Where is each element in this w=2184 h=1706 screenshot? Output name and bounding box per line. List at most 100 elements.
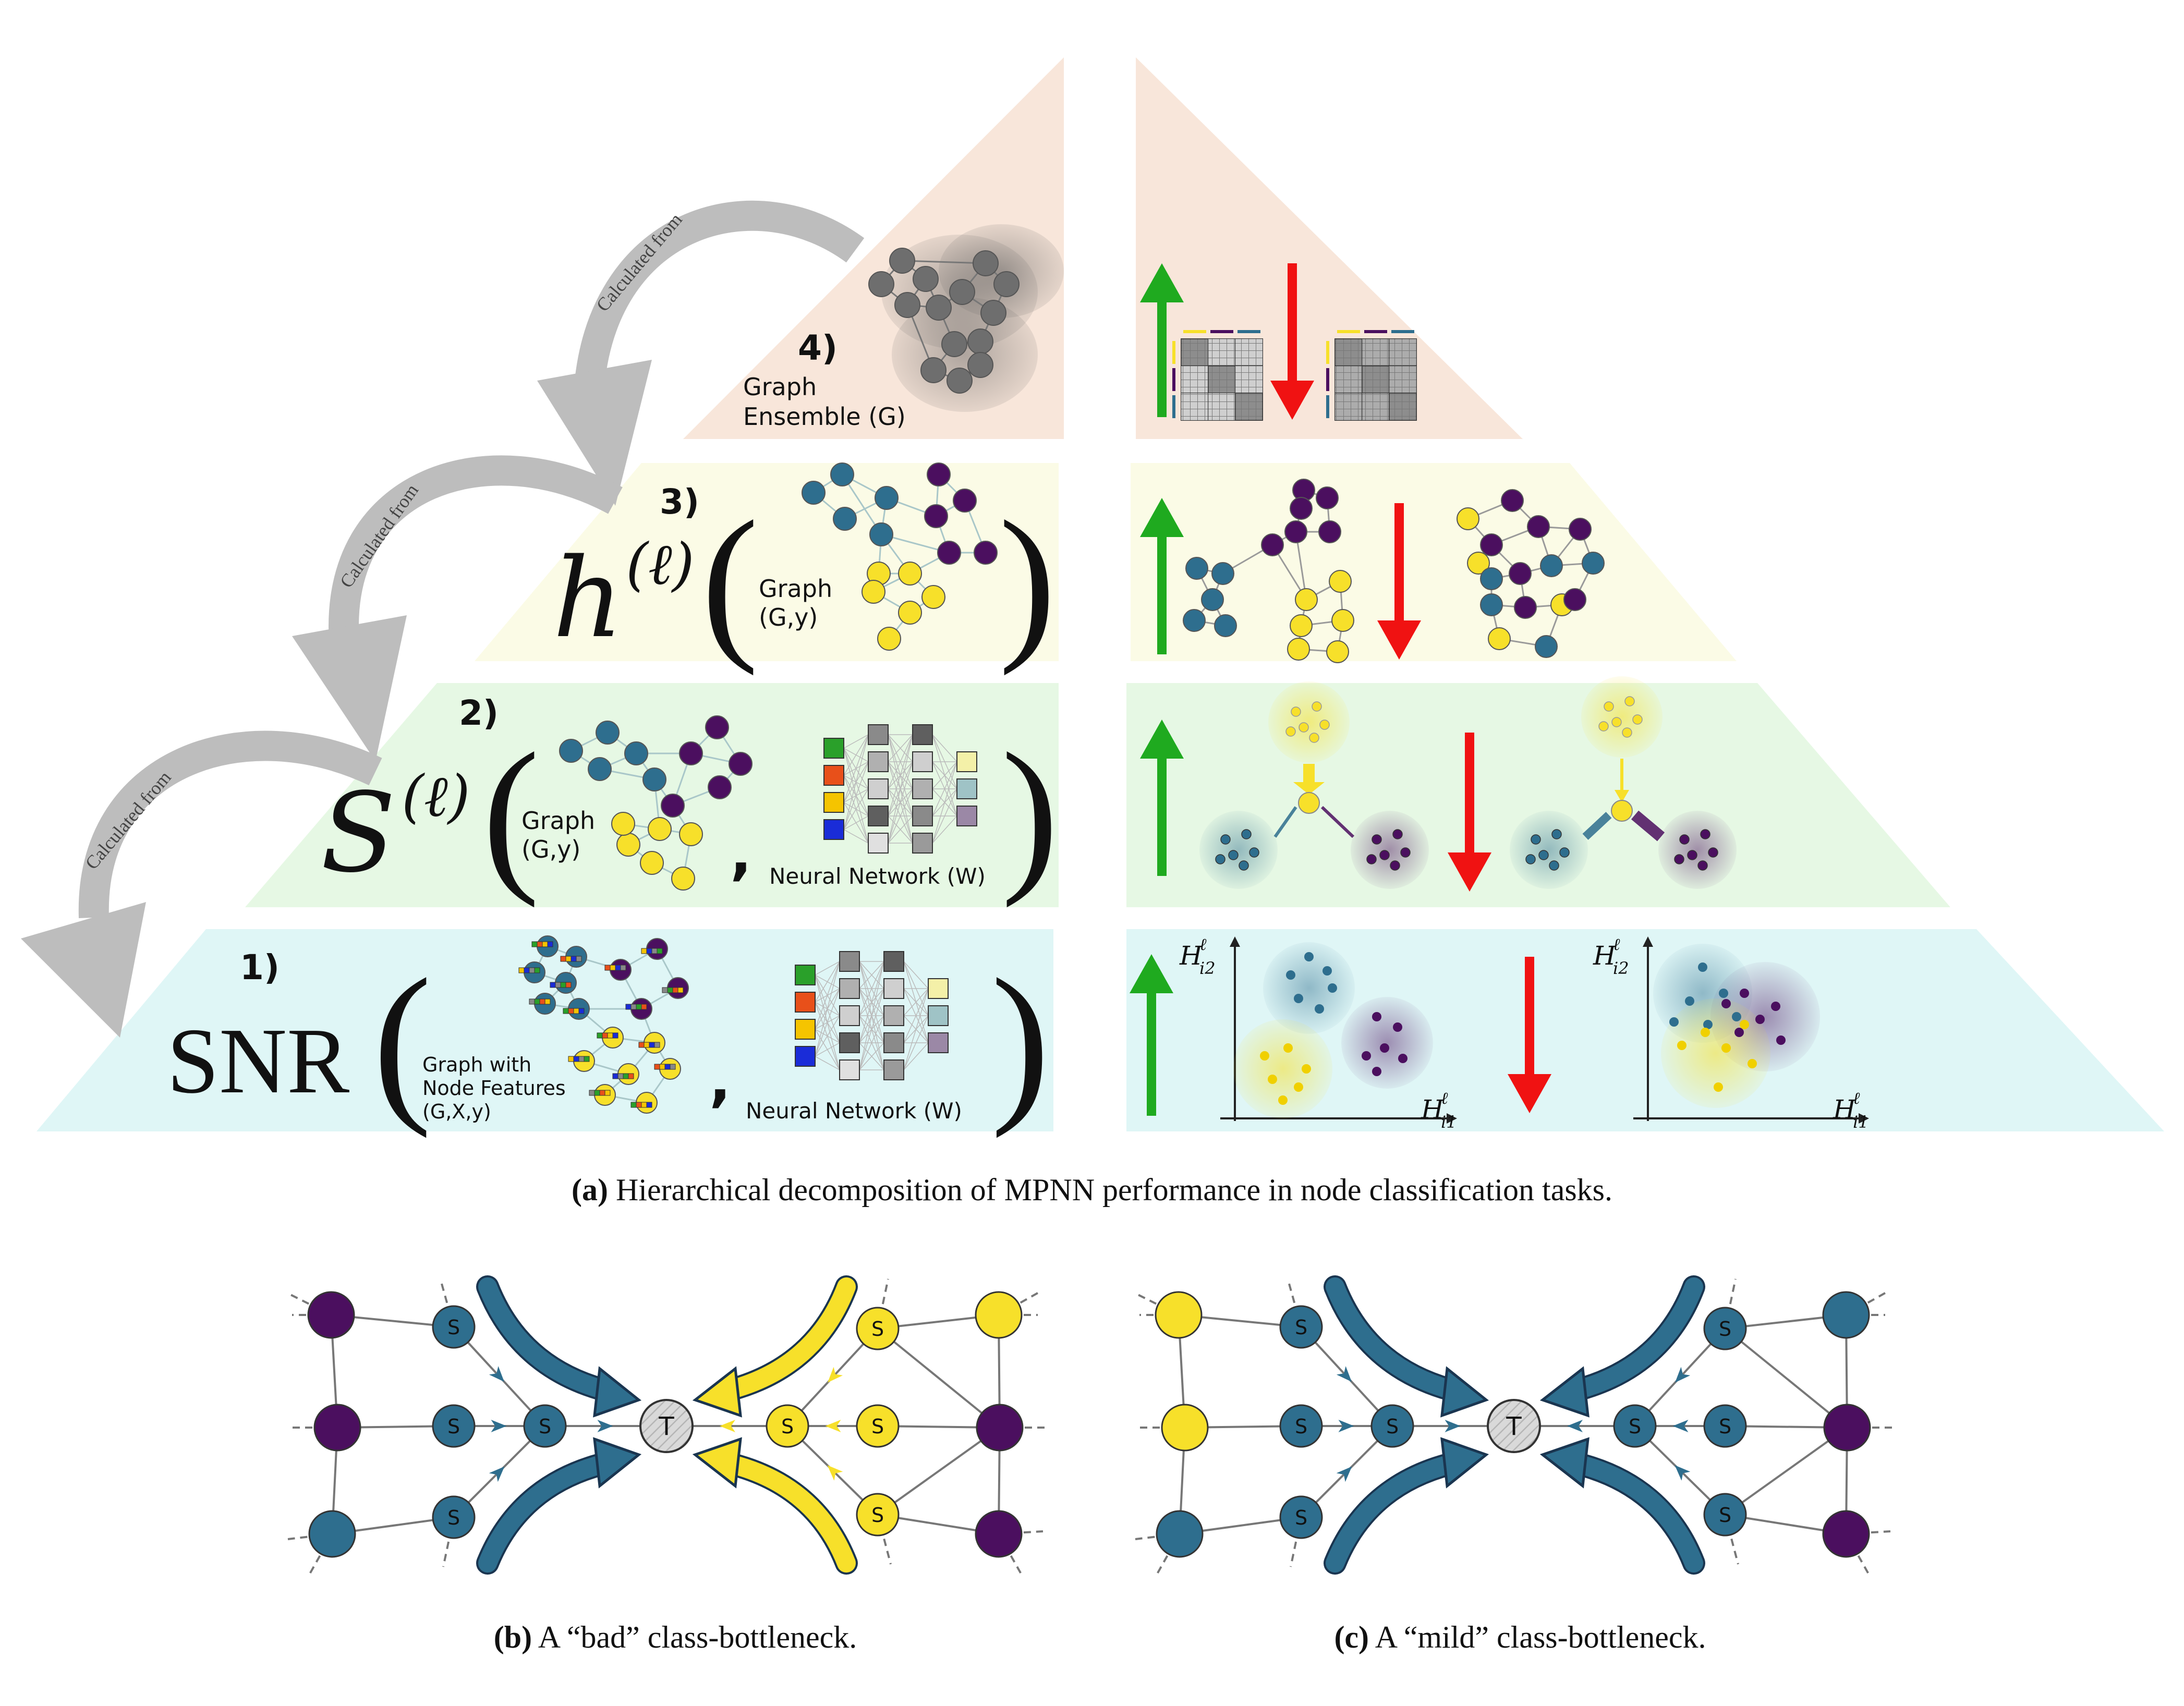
graph-node bbox=[862, 580, 885, 604]
matrix-grid bbox=[1362, 393, 1389, 420]
nn-edge bbox=[903, 1015, 929, 1070]
flow-arrowhead bbox=[720, 1420, 735, 1432]
graph-node bbox=[616, 833, 640, 857]
axis-y-label-1: H bbox=[1179, 941, 1203, 971]
graph-node bbox=[705, 715, 729, 739]
graph-node bbox=[708, 775, 732, 799]
matrix-grid bbox=[1235, 393, 1263, 420]
teal-node bbox=[1241, 829, 1252, 839]
tier3-number: 3) bbox=[660, 482, 699, 522]
nn-edge bbox=[843, 829, 869, 844]
feature-vector-cell bbox=[636, 1102, 642, 1108]
dashed-edge-stub bbox=[1846, 1290, 1888, 1316]
target-node bbox=[1611, 800, 1633, 822]
feature-vector-cell bbox=[544, 998, 551, 1005]
purple-point bbox=[1393, 1022, 1402, 1032]
graph-node bbox=[648, 817, 672, 841]
nn-unit bbox=[868, 778, 889, 799]
outer-node bbox=[307, 1291, 355, 1339]
graph-node bbox=[1326, 640, 1349, 663]
matrix-grid bbox=[1208, 366, 1235, 393]
graph-node bbox=[1329, 570, 1352, 593]
nn-unit bbox=[795, 965, 816, 985]
source-node bbox=[1703, 1404, 1747, 1448]
caption-c: (c) A “mild” class-bottleneck. bbox=[1334, 1620, 1706, 1654]
tier3-graph-label-line1: Graph bbox=[759, 575, 832, 603]
red-down-arrow-head bbox=[1508, 1074, 1551, 1113]
big-curved-arrow-left-top-head bbox=[593, 1366, 642, 1418]
flow-arrowhead bbox=[491, 1420, 507, 1432]
graph-gy-icon-tier2 bbox=[559, 715, 753, 891]
nn-unit bbox=[956, 751, 977, 772]
source-node-label: S bbox=[1719, 1504, 1731, 1527]
source-node-label: S bbox=[1386, 1415, 1399, 1438]
graph-node bbox=[1509, 562, 1532, 585]
flow-arrowhead bbox=[827, 1367, 843, 1383]
teal-node bbox=[1249, 847, 1259, 858]
graph-node bbox=[868, 271, 894, 297]
feature-vector-cell bbox=[565, 956, 572, 962]
purple-point bbox=[1372, 1012, 1381, 1021]
tier3-left: 3) h (ℓ) ( ) Graph (G,y) bbox=[553, 462, 1056, 676]
yellow-point bbox=[1302, 1064, 1311, 1074]
mixed-graph-icon bbox=[1457, 489, 1605, 658]
source-node bbox=[1370, 1404, 1414, 1448]
dashed-edge-stub bbox=[1155, 1533, 1181, 1576]
graph-node bbox=[1290, 497, 1313, 520]
tier1-open-paren: ( bbox=[373, 942, 432, 1139]
feature-vector-cell bbox=[654, 1064, 660, 1070]
teal-node bbox=[1215, 854, 1226, 864]
outer-node bbox=[975, 1291, 1023, 1339]
matrix-hatch bbox=[1181, 393, 1208, 420]
tier3-open-paren: ( bbox=[701, 486, 759, 676]
feature-vector-cell bbox=[646, 1102, 652, 1108]
graph-node bbox=[927, 462, 951, 486]
nn-edge bbox=[888, 815, 913, 844]
big-curved-arrow-right-top bbox=[722, 1277, 856, 1399]
graph-node bbox=[1569, 518, 1592, 541]
graph-node bbox=[1540, 554, 1563, 577]
tier2-arrows bbox=[1140, 720, 1491, 892]
source-node bbox=[856, 1493, 900, 1537]
teal-point bbox=[1719, 989, 1728, 998]
nn-edge bbox=[932, 761, 957, 789]
graph-node bbox=[1201, 588, 1224, 611]
nn-edge bbox=[843, 734, 869, 749]
block-matrix-bad-icon bbox=[1326, 330, 1417, 421]
purple-node bbox=[1366, 854, 1377, 864]
teal-node bbox=[1531, 834, 1541, 845]
graph-node bbox=[611, 812, 635, 836]
matrix-grid bbox=[1335, 393, 1362, 420]
axis-y-sub-2: i2 bbox=[1613, 958, 1629, 978]
target-node-label: T bbox=[1506, 1412, 1522, 1441]
feature-vector-cell bbox=[573, 1008, 579, 1014]
purple-point bbox=[1721, 999, 1731, 1008]
tier4-label-line1: Graph bbox=[743, 373, 817, 401]
nn-edge bbox=[932, 815, 957, 844]
source-node-label: S bbox=[447, 1316, 460, 1339]
nn-edge bbox=[859, 961, 884, 989]
graph-node bbox=[596, 721, 620, 745]
outer-node bbox=[975, 1510, 1023, 1558]
yellow-node bbox=[1604, 701, 1614, 712]
nn-edge bbox=[888, 734, 913, 844]
matrix-hatch bbox=[1181, 366, 1208, 393]
source-node-label: S bbox=[871, 1318, 884, 1341]
graph-node bbox=[921, 585, 945, 609]
source-node bbox=[1613, 1404, 1657, 1448]
purple-node bbox=[1392, 829, 1403, 839]
feature-vector-cell bbox=[641, 1004, 647, 1010]
feature-vector-cell bbox=[623, 1073, 629, 1079]
calculated-from-label-2: Calculated from bbox=[336, 480, 422, 592]
graph-node bbox=[1284, 520, 1307, 543]
graph-node bbox=[1527, 515, 1550, 538]
dashed-edge-stub bbox=[1724, 1278, 1737, 1329]
graph-node bbox=[729, 752, 753, 776]
nn-unit bbox=[839, 1059, 860, 1080]
yellow-node bbox=[1622, 727, 1632, 738]
feature-vector-cell bbox=[628, 1073, 634, 1079]
big-curved-arrow-right-top-head bbox=[692, 1366, 742, 1418]
tier2-number: 2) bbox=[459, 693, 499, 733]
